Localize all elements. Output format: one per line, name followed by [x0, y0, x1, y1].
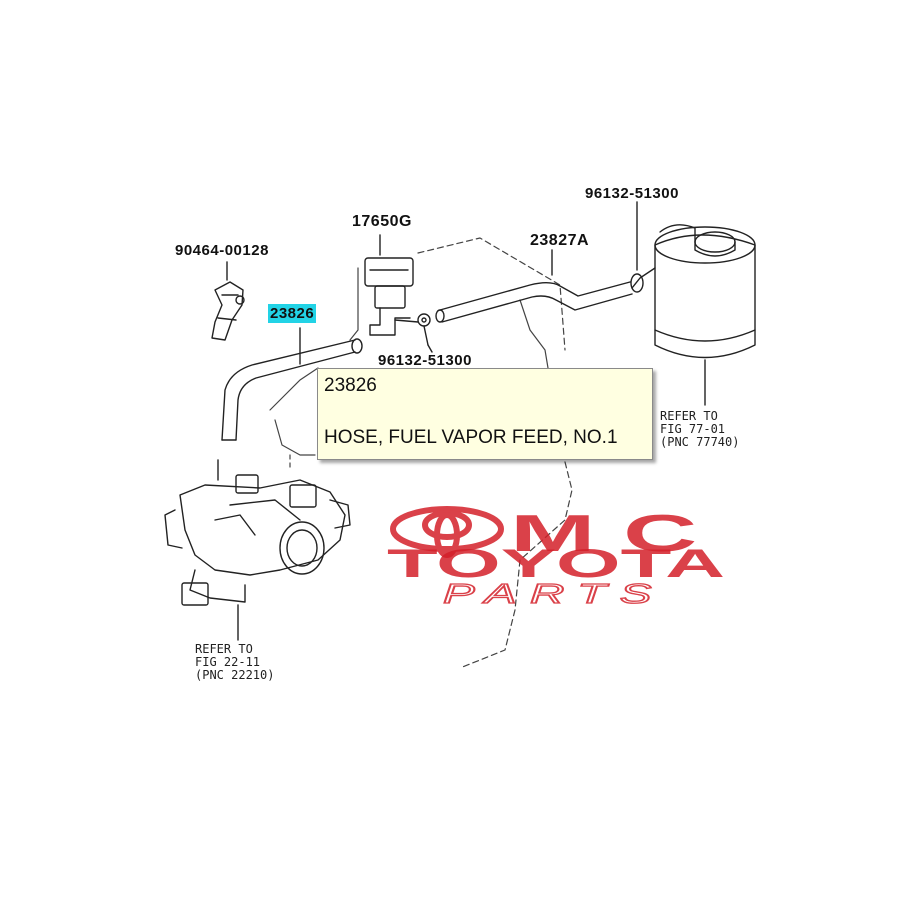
watermark-mc: MC: [510, 505, 725, 563]
label-clamp-mid[interactable]: 96132-51300: [378, 352, 472, 369]
label-hose-23826[interactable]: 23826: [268, 304, 317, 323]
label-clip[interactable]: 90464-00128: [175, 242, 269, 259]
hose-23827a: [435, 249, 633, 323]
clamp-top: [630, 201, 644, 293]
tooltip-part-number: 23826: [324, 375, 377, 396]
clip-part: [211, 261, 245, 341]
label-clamp-top[interactable]: 96132-51300: [585, 185, 679, 202]
tooltip-description: HOSE, FUEL VAPOR FEED, NO.1: [324, 427, 618, 448]
reference-throttle[interactable]: REFER TO FIG 22-11 (PNC 22210): [195, 642, 275, 682]
engine-outline: [269, 237, 573, 669]
label-hose-23827a[interactable]: 23827A: [530, 232, 590, 249]
reference-canister[interactable]: REFER TO FIG 77-01 (PNC 77740): [660, 409, 740, 449]
toyota-emblem-icon: [390, 506, 504, 558]
clamp-mid-leader: [427, 344, 433, 353]
selected-part-highlight[interactable]: 23826: [268, 304, 317, 323]
watermark-toyota: TOYOTA: [387, 542, 725, 586]
watermark-parts: PARTS: [443, 578, 665, 609]
valve-17650g: [364, 234, 431, 346]
part-tooltip: 23826 HOSE, FUEL VAPOR FEED, NO.1: [317, 368, 653, 460]
hose-23826: [221, 327, 363, 441]
label-valve[interactable]: 17650G: [352, 213, 412, 230]
throttle-body: [164, 459, 351, 641]
omc-toyota-parts-watermark: MC TOYOTA PARTS: [387, 505, 725, 610]
charcoal-canister: [631, 224, 756, 406]
